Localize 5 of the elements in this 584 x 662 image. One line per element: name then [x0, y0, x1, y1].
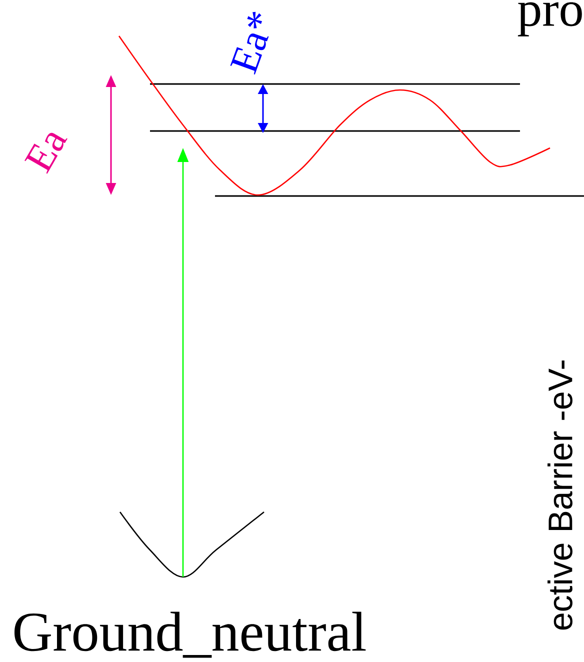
label: Ground_neutral: [14, 612, 366, 658]
axis-label: ective Barrier -eV-: [548, 360, 572, 630]
label: pro: [518, 2, 582, 36]
label: Ea: [24, 132, 68, 174]
label: Ea*: [230, 12, 269, 75]
